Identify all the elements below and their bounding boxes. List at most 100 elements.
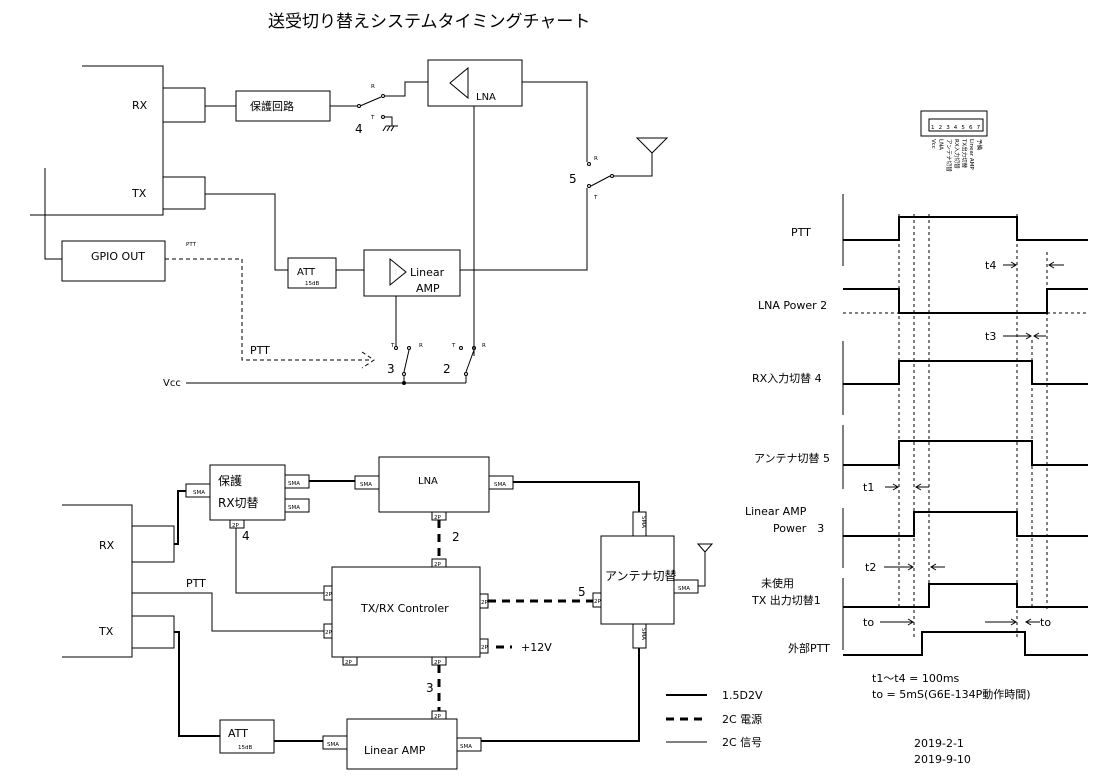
legend-power-label: 2C 電源 [722, 712, 762, 726]
bottom-att-sub: 15dB [238, 745, 252, 751]
protection-circuit-label: 保護回路 [250, 99, 294, 113]
rx-label: RX [132, 99, 148, 112]
svg-text:2P: 2P [325, 592, 332, 598]
date-2: 2019-9-10 [914, 753, 971, 766]
connector-pin-label: Linear AMP [968, 139, 974, 170]
svg-text:2P: 2P [481, 600, 488, 606]
linear-amp-box [363, 249, 461, 297]
bottom-lna-label: LNA [418, 476, 438, 487]
svg-text:2P: 2P [481, 645, 488, 651]
svg-text:T: T [451, 343, 456, 349]
connector-pin-label: TX出力切替 [960, 138, 968, 169]
vcc-label: Vcc [163, 378, 181, 389]
marker-t1: t1 [863, 481, 874, 494]
rx-port [162, 87, 206, 123]
bottom-num-2: 2 [452, 530, 460, 544]
legend-thick-label: 1.5D2V [722, 689, 763, 702]
ptt-line-label: PTT [250, 344, 270, 357]
marker-t3: t3 [985, 330, 996, 343]
svg-text:SMA: SMA [288, 481, 300, 487]
wave-linear-amp [843, 511, 1088, 537]
connector-pin-label: LNA [938, 139, 944, 150]
switch-4: R T 4 [355, 81, 428, 136]
connector-pin-1: 1 [931, 125, 935, 131]
connector-pin-label: 予備 [976, 139, 984, 151]
controller-label: TX/RX Controler [360, 602, 449, 615]
svg-text:SMA: SMA [640, 516, 646, 528]
connector-pin-3: 3 [946, 125, 950, 131]
connector-pin-7: 7 [977, 125, 981, 131]
bottom-rx-port [131, 525, 175, 563]
switch-4-number: 4 [355, 122, 363, 136]
signal-label-lna: LNA Power 2 [758, 299, 827, 312]
antenna-icon [635, 137, 669, 154]
connector-pin-2: 2 [939, 125, 943, 131]
bottom-linear-amp-box [346, 718, 458, 770]
protect-label-2: RX切替 [218, 496, 259, 510]
linear-amp-label-1: Linear [410, 266, 445, 279]
signal-label-ext-ptt: 外部PTT [788, 641, 830, 655]
date-1: 2019-2-1 [914, 737, 964, 750]
signal-label-tx-2: TX 出力切替1 [751, 593, 821, 607]
bottom-tx-label: TX [98, 625, 114, 638]
connector-pin-6: 6 [969, 125, 973, 131]
att-box [287, 257, 337, 289]
svg-text:2P: 2P [434, 660, 441, 666]
svg-text:R: R [419, 343, 423, 349]
switch-3-number: 3 [387, 362, 395, 376]
signal-label-ptt: PTT [791, 226, 811, 239]
bottom-rx-label: RX [99, 539, 115, 552]
bottom-num-3: 3 [426, 681, 434, 695]
svg-text:T: T [390, 343, 395, 349]
switch-3: T R 3 [387, 343, 423, 376]
vcc-12v-label: +12V [521, 641, 552, 654]
svg-text:T: T [370, 115, 375, 121]
svg-text:SMA: SMA [640, 628, 646, 640]
bottom-antenna-icon [696, 543, 714, 553]
att-label: ATT [297, 267, 316, 278]
marker-to-left: to [863, 616, 874, 629]
bottom-att-label: ATT [228, 727, 248, 740]
svg-text:R: R [482, 343, 486, 349]
svg-text:SMA: SMA [460, 744, 472, 750]
signal-label-amp-2: Power 3 [773, 522, 824, 535]
gpio-out-label: GPIO OUT [91, 250, 145, 263]
svg-text:2P: 2P [434, 515, 441, 521]
svg-text:R: R [371, 84, 375, 90]
connector-body [920, 110, 988, 137]
signal-label-amp-1: Linear AMP [745, 505, 807, 518]
wave-rx-switch [843, 360, 1088, 385]
timing-chart: PTT LNA Power 2 RX入力切替 4 アンテナ切替 5 Linear… [745, 194, 1088, 701]
svg-text:2P: 2P [594, 599, 601, 605]
signal-label-rx: RX入力切替 4 [752, 371, 822, 385]
wave-lna-power [843, 288, 1088, 314]
connector-pin-label: アンテナ切替 [945, 139, 953, 172]
svg-text:SMA: SMA [494, 482, 506, 488]
top-block-diagram: RX TX GPIO OUT PTT 保護回路 R T 4 LNA [30, 59, 669, 389]
antenna-switch-box [600, 535, 675, 625]
att-sub-label: 15dB [305, 281, 319, 287]
connector-pin-label: Vcc [930, 139, 936, 149]
svg-text:2P: 2P [325, 630, 332, 636]
svg-text:R: R [594, 156, 598, 162]
bottom-tx-port [131, 615, 175, 649]
gpio-out-box [61, 240, 166, 282]
tx-label: TX [131, 187, 147, 200]
bottom-linear-amp-label: Linear AMP [364, 744, 426, 757]
bottom-wiring-diagram: RX TX 保護 RX切替 SMA SMA SMA 2P 4 LNA SMA S… [62, 456, 714, 770]
gpio-ptt-small-label: PTT [186, 242, 197, 248]
switch-5: R T 5 [460, 137, 669, 271]
tx-port [162, 176, 206, 210]
svg-text:SMA: SMA [678, 586, 690, 592]
controller-box [331, 566, 481, 658]
svg-text:SMA: SMA [193, 490, 205, 496]
svg-text:SMA: SMA [327, 742, 339, 748]
marker-to-right: to [1040, 616, 1051, 629]
page-title: 送受切り替えシステムタイミングチャート [268, 12, 590, 32]
wave-antenna-switch [843, 440, 1088, 466]
timing-note-2: to = 5mS(G6E-134P動作時間) [872, 687, 1031, 701]
lna-box [427, 59, 523, 107]
svg-text:2P: 2P [434, 562, 441, 568]
